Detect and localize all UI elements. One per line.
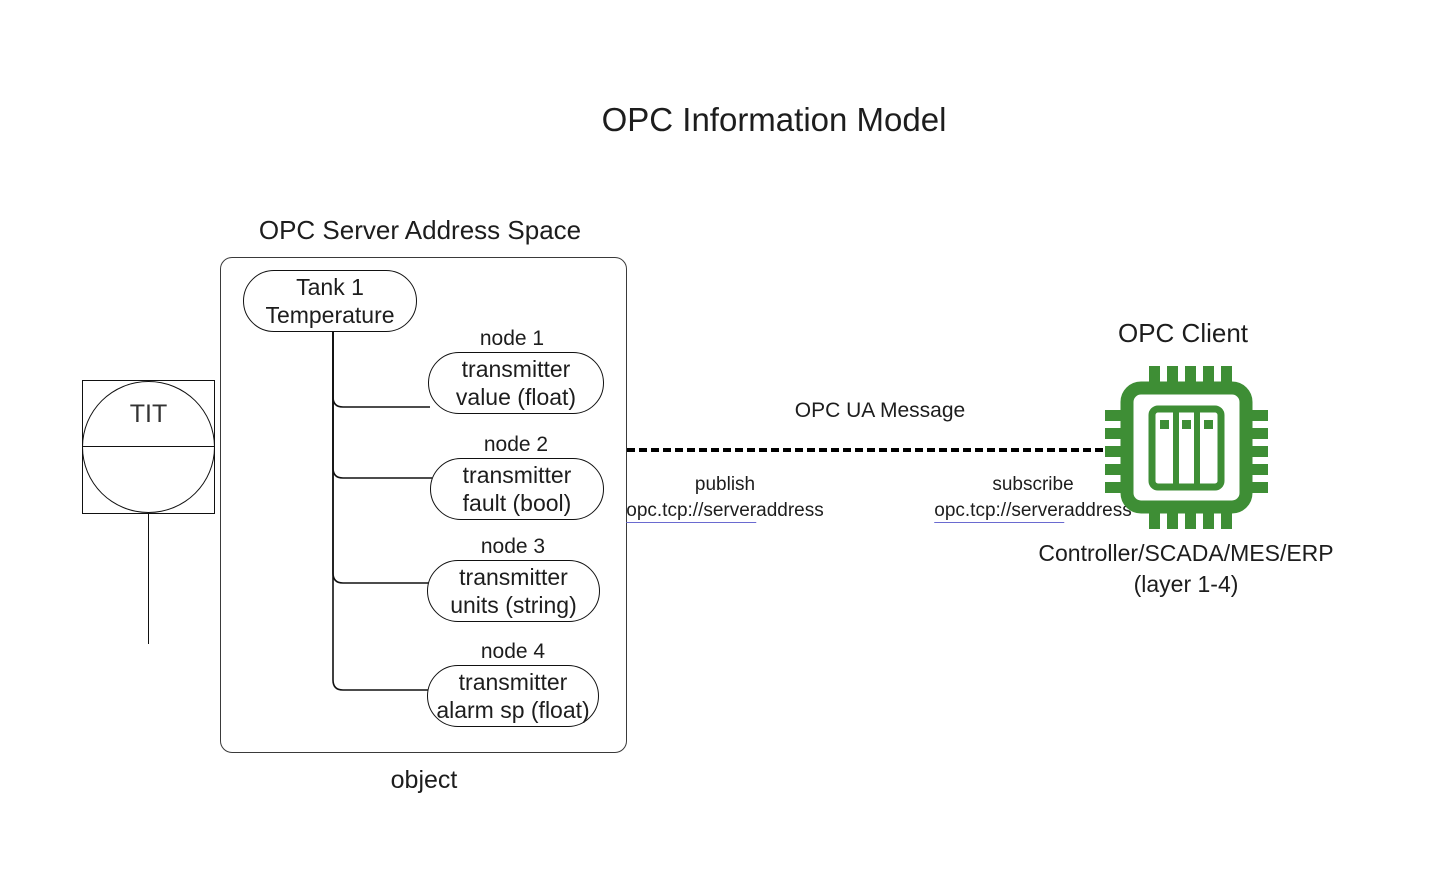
node-line-1: transmitter [461,355,571,382]
opc-ua-message-label: OPC UA Message [794,399,966,422]
node-4-caption: node 4 [480,640,546,663]
subscribe-endpoint-suffix: address [1064,499,1132,521]
node-line-2: fault (bool) [462,490,572,516]
node-line-1: transmitter [459,563,568,590]
opc-client-title: OPC Client [1117,318,1249,348]
publish-action-label: publish [694,474,756,495]
instrument-stem [148,514,149,644]
publish-endpoint: publish opc.tcp://serveraddress [626,473,824,523]
instrument-circle [81,381,215,513]
opc-ua-message-line [627,448,1127,452]
node-line-2: units (string) [450,592,577,618]
instrument-divider [82,446,215,447]
microchip-icon [1105,366,1268,529]
node-3-transmitter-units[interactable]: transmitter units (string) [427,560,600,622]
subscribe-address: opc.tcp://serveraddress [934,499,1132,523]
subscribe-endpoint: subscribe opc.tcp://serveraddress [934,473,1132,523]
node-line-1: transmitter [462,461,572,488]
client-subtitle-line-1: Controller/SCADA/MES/ERP [1038,540,1334,566]
object-label: object [390,766,458,794]
node-2-transmitter-fault[interactable]: transmitter fault (bool) [430,458,604,520]
publish-address: opc.tcp://serveraddress [626,499,824,523]
server-address-space-label: OPC Server Address Space [258,215,582,245]
server-address-space-container [220,257,627,753]
instrument-tag-label: TIT [129,400,168,428]
node-tank-1-temperature[interactable]: Tank 1 Temperature [243,270,417,332]
node-2-caption: node 2 [483,433,549,456]
subscribe-endpoint-link[interactable]: opc.tcp://server [934,499,1065,523]
node-line-2: alarm sp (float) [436,697,590,723]
node-1-transmitter-value[interactable]: transmitter value (float) [428,352,604,414]
publish-endpoint-suffix: address [756,499,824,521]
node-4-transmitter-alarm-sp[interactable]: transmitter alarm sp (float) [427,665,599,727]
node-line-1: Tank 1 [296,273,364,300]
tit-instrument-symbol: TIT [81,380,215,514]
subscribe-action-label: subscribe [992,474,1074,495]
publish-endpoint-link[interactable]: opc.tcp://server [626,499,757,523]
node-line-2: Temperature [265,302,395,328]
node-1-caption: node 1 [479,327,545,350]
page-title: OPC Information Model [601,101,947,138]
node-line-1: transmitter [458,668,568,695]
client-subtitle-line-2: (layer 1-4) [1133,571,1239,598]
opc-client-subtitle: Controller/SCADA/MES/ERP (layer 1-4) [956,538,1416,600]
node-line-2: value (float) [455,384,577,410]
node-3-caption: node 3 [480,535,546,558]
